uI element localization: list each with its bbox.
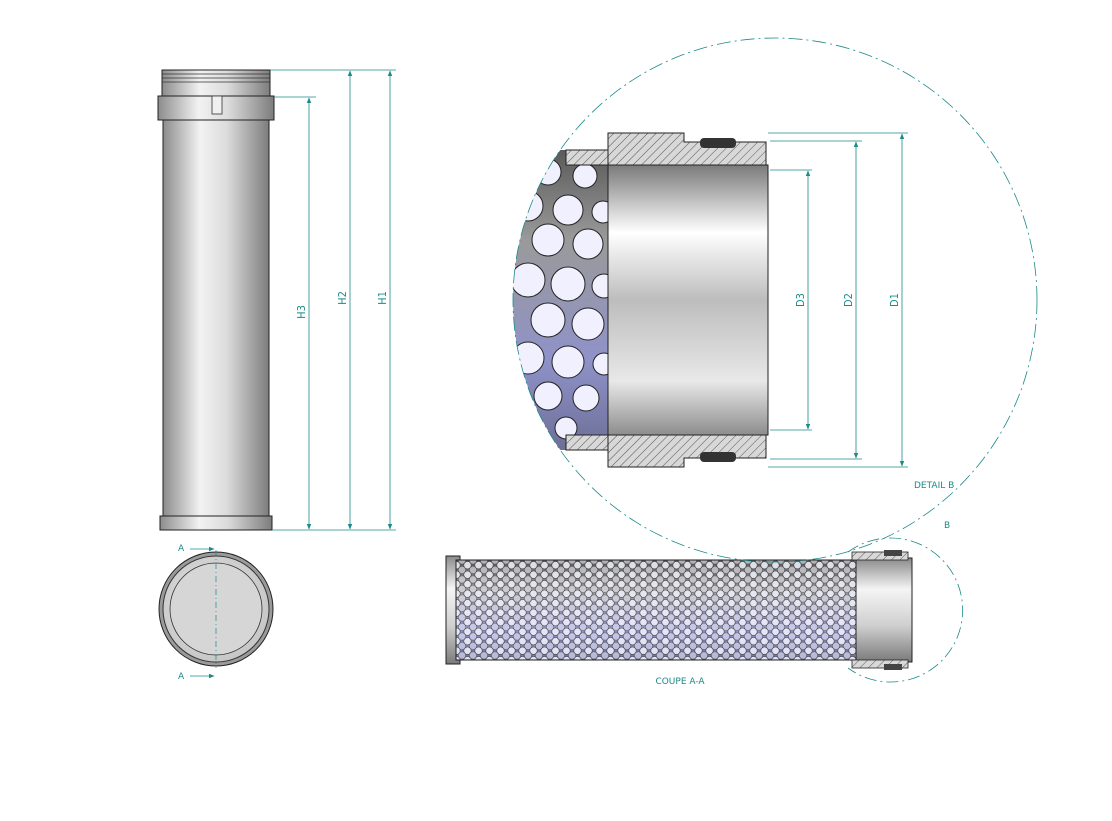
dimension-label-d3: D3 bbox=[794, 293, 807, 307]
dimension-label-h2: H2 bbox=[336, 291, 349, 305]
dimension-label-h1: H1 bbox=[376, 291, 389, 305]
detail-view bbox=[512, 37, 1038, 563]
section-cut-arrows bbox=[190, 546, 215, 679]
section-view bbox=[445, 550, 913, 670]
dimension-label-h3: H3 bbox=[295, 305, 308, 319]
height-dimensions bbox=[270, 69, 396, 531]
diameter-dimensions bbox=[768, 132, 908, 468]
section-mark-top: A bbox=[178, 544, 185, 554]
top-view bbox=[158, 550, 274, 668]
detail-caption: DETAIL B bbox=[914, 481, 954, 491]
detail-reference-mark: B bbox=[944, 521, 950, 531]
section-mark-bottom: A bbox=[178, 672, 185, 682]
dimension-label-d1: D1 bbox=[888, 293, 901, 307]
front-view bbox=[157, 69, 275, 531]
section-caption: COUPE A-A bbox=[655, 677, 705, 687]
dimension-label-d2: D2 bbox=[842, 293, 855, 307]
